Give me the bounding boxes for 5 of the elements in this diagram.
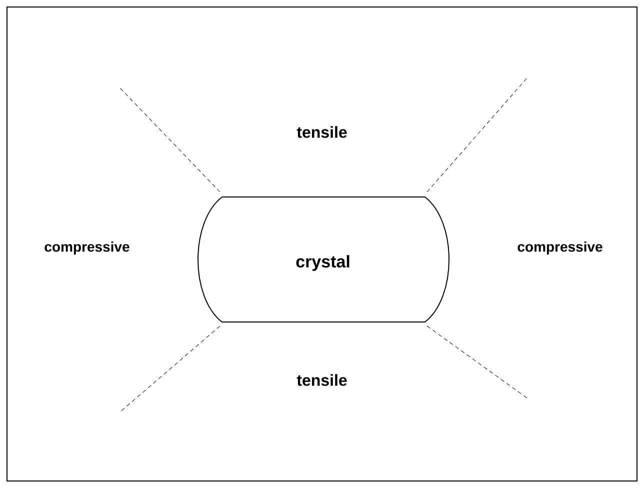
region-label: tensile	[296, 374, 347, 386]
region-label: compressive	[518, 241, 602, 255]
region-label: compressive	[44, 241, 130, 255]
crystal-shape: crystal	[198, 196, 450, 322]
region-label: tensile	[296, 126, 347, 138]
